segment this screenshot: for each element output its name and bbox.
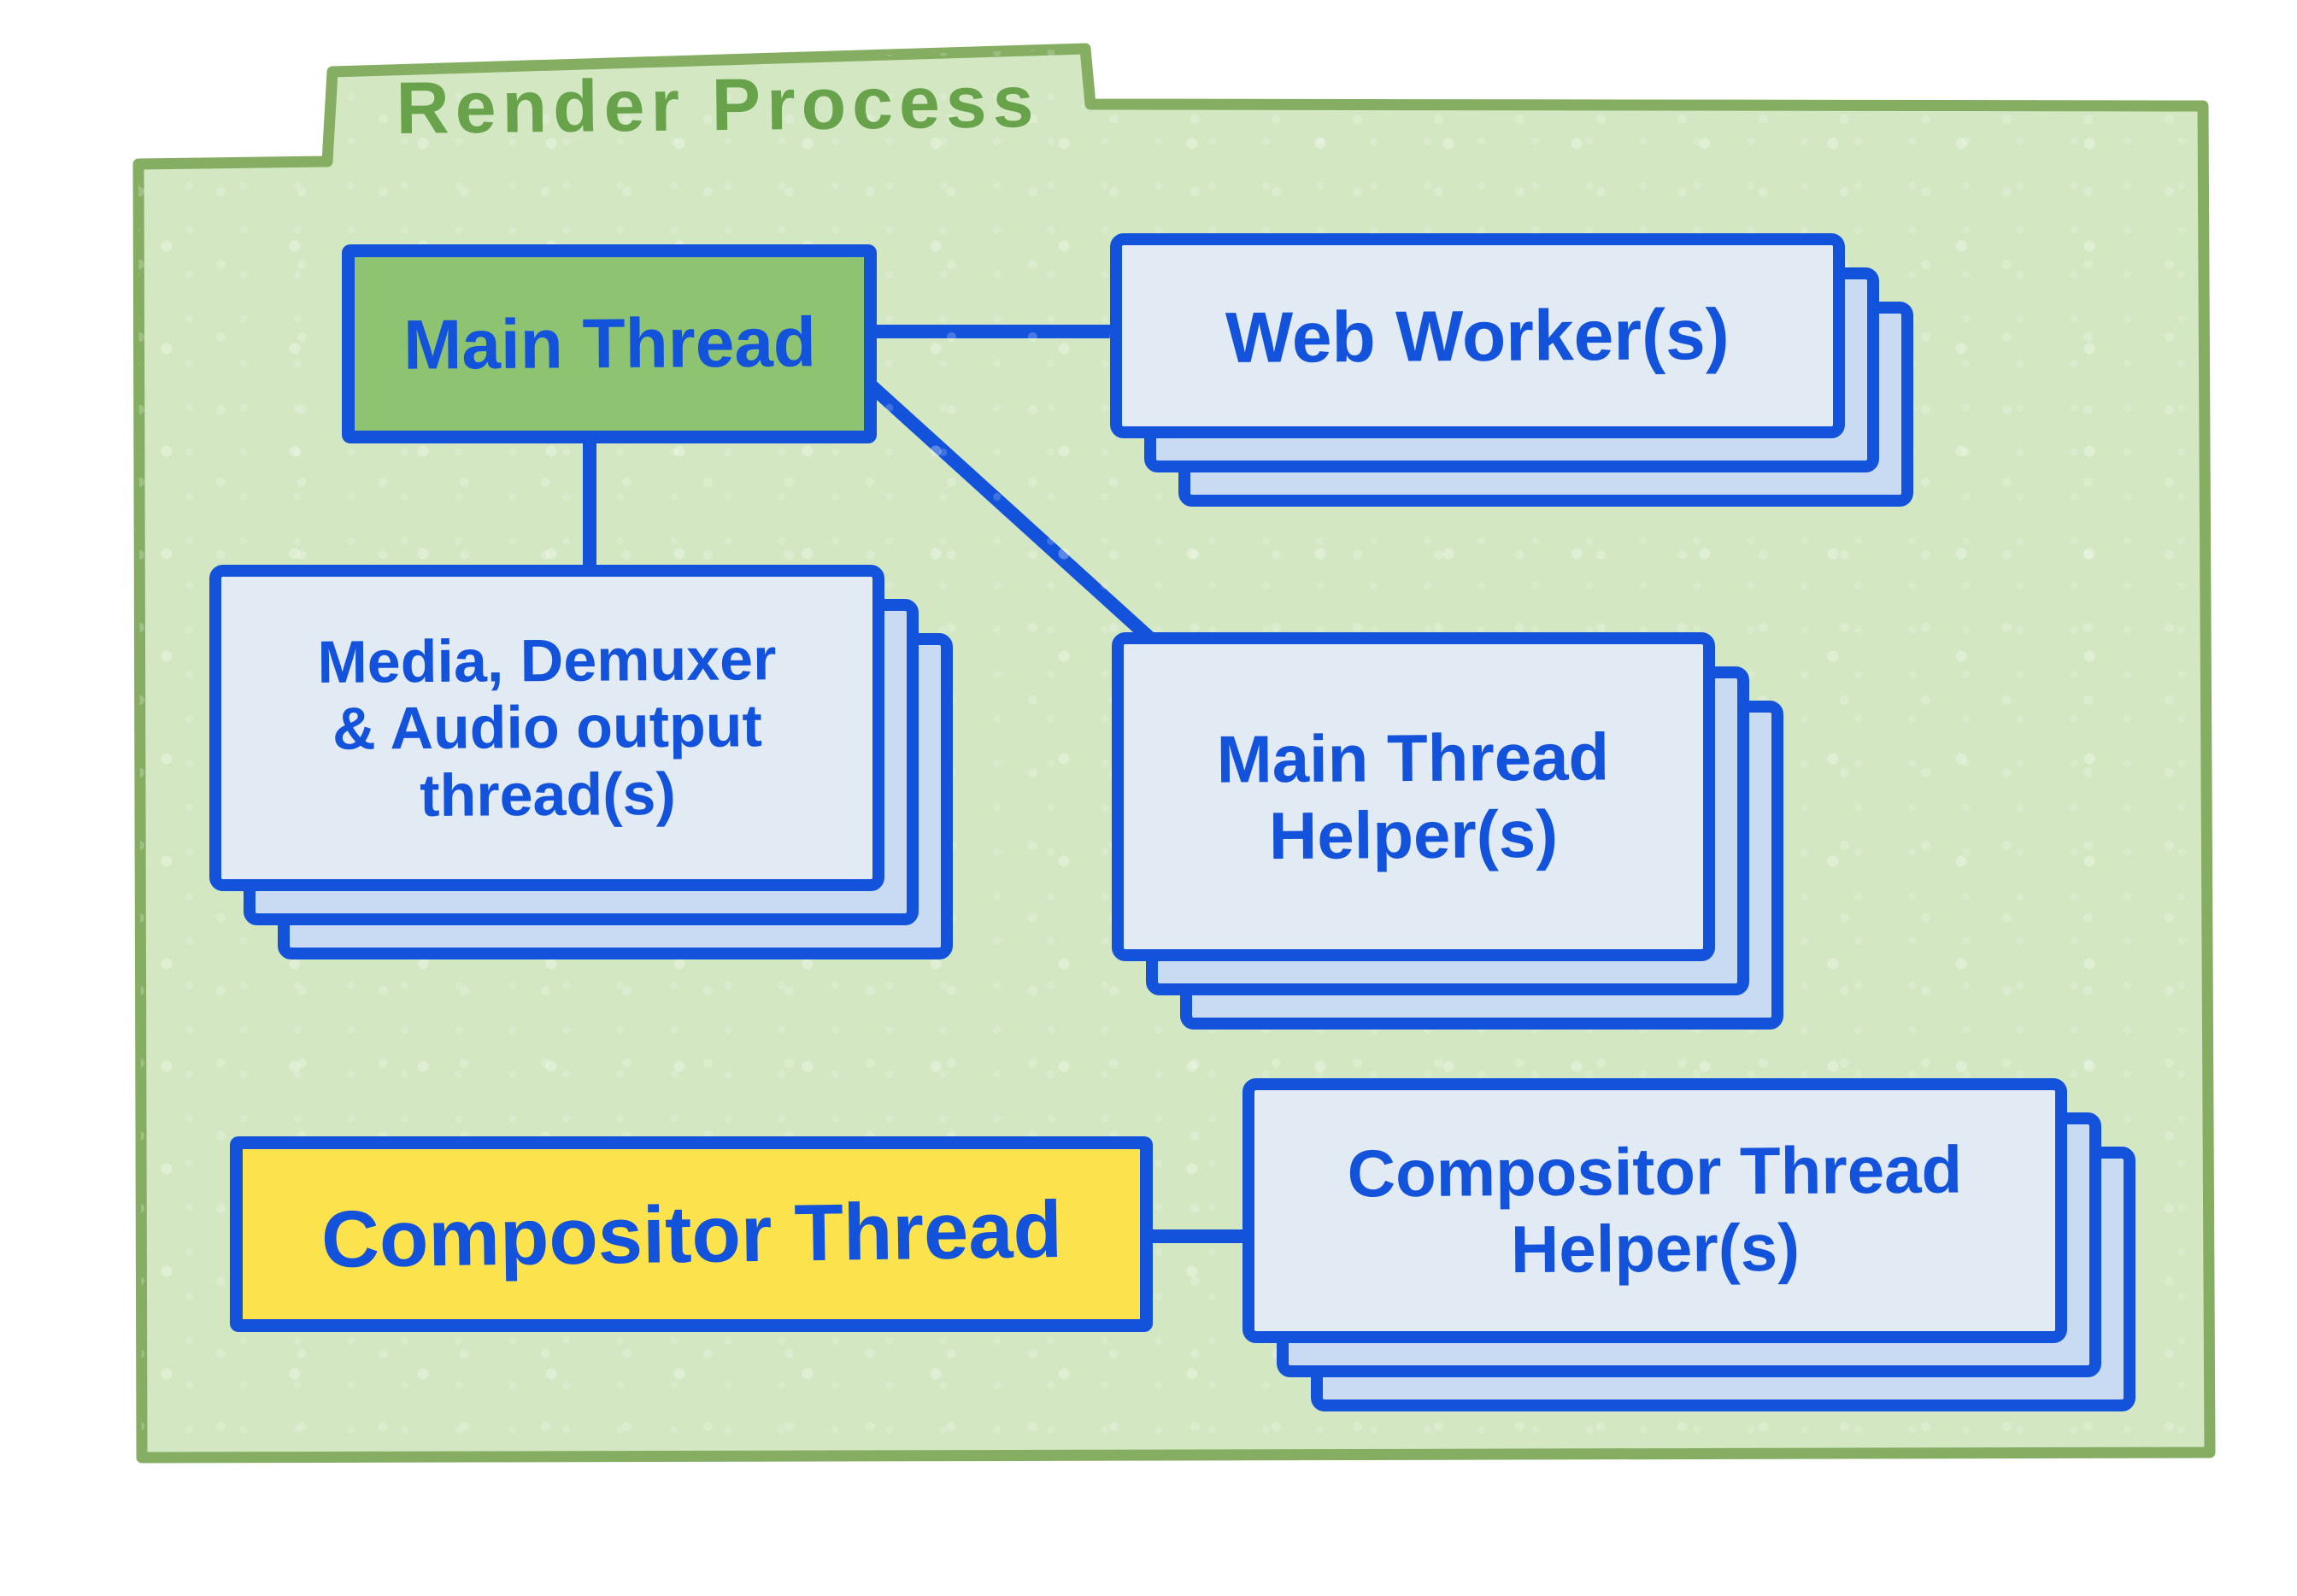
node-compositor-thread-label: Compositor Thread bbox=[320, 1183, 1063, 1284]
node-media-label-line-2: & Audio output bbox=[332, 693, 762, 763]
node-main-thread: Main Thread bbox=[342, 244, 877, 443]
web-workers-stack-card-front: Web Worker(s) bbox=[1110, 233, 1845, 438]
node-compositor-thread-helpers-label-line-2: Helper(s) bbox=[1510, 1209, 1801, 1288]
node-media-label: Media, Demuxer & Audio output thread(s) bbox=[317, 626, 778, 830]
node-compositor-thread: Compositor Thread bbox=[230, 1136, 1153, 1332]
compositor-helpers-stack-card-front: Compositor Thread Helper(s) bbox=[1242, 1078, 2067, 1343]
node-main-thread-helpers-label-line-1: Main Thread bbox=[1216, 719, 1610, 797]
node-media-label-line-3: thread(s) bbox=[419, 760, 676, 830]
main-thread-helpers-stack-card-front: Main Thread Helper(s) bbox=[1112, 632, 1715, 961]
node-media-label-line-1: Media, Demuxer bbox=[316, 625, 777, 696]
node-web-workers-label: Web Worker(s) bbox=[1225, 293, 1730, 378]
node-main-thread-helpers-label-line-2: Helper(s) bbox=[1268, 795, 1559, 873]
node-compositor-thread-helpers-label: Compositor Thread Helper(s) bbox=[1347, 1132, 1963, 1289]
media-stack-card-front: Media, Demuxer & Audio output thread(s) bbox=[209, 565, 884, 891]
node-main-thread-helpers-label: Main Thread Helper(s) bbox=[1217, 719, 1611, 875]
node-compositor-thread-helpers-label-line-1: Compositor Thread bbox=[1347, 1131, 1963, 1212]
folder-tab-title: Render Process bbox=[396, 60, 1040, 150]
node-main-thread-label: Main Thread bbox=[402, 302, 816, 384]
